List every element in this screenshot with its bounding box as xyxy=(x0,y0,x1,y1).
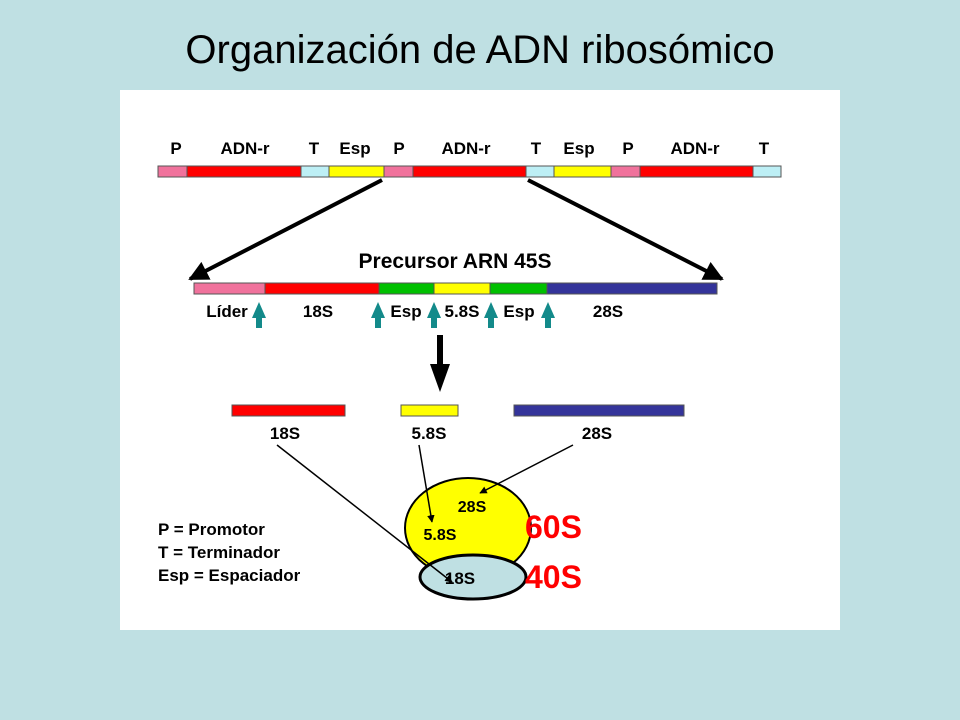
transcription-arrow-right xyxy=(527,178,724,281)
mature-18s-bar xyxy=(231,404,346,417)
assembly-arrow-28s xyxy=(479,444,574,494)
arrow-up-icon xyxy=(371,302,385,328)
small-subunit-18s-label: 18S xyxy=(445,569,475,588)
segment-promoter xyxy=(610,165,641,178)
mature-5-8s-bar xyxy=(400,404,459,417)
mature-rrna-labels: 18S 5.8S 28S xyxy=(270,424,612,443)
precursor-labels: Líder 18S Esp 5.8S Esp 28S xyxy=(206,302,623,321)
precursor-label-28s: 28S xyxy=(593,302,623,321)
diagram-panel: P ADN-r T Esp P ADN-r T Esp P ADN-r T xyxy=(120,90,840,630)
small-subunit xyxy=(418,553,528,601)
segment-promoter xyxy=(157,165,188,178)
segment-spacer xyxy=(553,165,612,178)
segment-rdna xyxy=(186,165,302,178)
mature-28s-bar xyxy=(513,404,685,417)
precursor-label-leader: Líder xyxy=(206,302,248,321)
arrow-up-icon xyxy=(252,302,266,328)
assembly-arrow-18s xyxy=(276,444,453,583)
segment-leader xyxy=(193,282,266,295)
legend-spacer: Esp = Espaciador xyxy=(158,566,301,585)
segment-28s xyxy=(546,282,718,295)
segment-5-8s xyxy=(433,282,491,295)
mature-rrna-bars xyxy=(231,404,685,417)
page-title: Organización de ADN ribosómico xyxy=(185,28,775,72)
segment-spacer xyxy=(489,282,548,295)
gene-label-spacer: Esp xyxy=(563,139,594,158)
rdna-diagram: P ADN-r T Esp P ADN-r T Esp P ADN-r T xyxy=(157,139,782,601)
cleavage-arrows xyxy=(252,302,555,328)
gene-label-terminator: T xyxy=(309,139,320,158)
arrow-down-icon xyxy=(430,335,450,392)
legend-terminator: T = Terminador xyxy=(158,543,280,562)
segment-terminator xyxy=(300,165,330,178)
segment-rdna xyxy=(639,165,754,178)
segment-spacer xyxy=(328,165,385,178)
segment-18s xyxy=(264,282,380,295)
gene-label-terminator: T xyxy=(759,139,770,158)
mature-label-28s: 28S xyxy=(582,424,612,443)
segment-spacer xyxy=(378,282,435,295)
subunit-60s-label: 60S xyxy=(525,509,582,545)
precursor-label-5-8s: 5.8S xyxy=(445,302,480,321)
precursor-label-spacer: Esp xyxy=(503,302,534,321)
gene-row-labels: P ADN-r T Esp P ADN-r T Esp P ADN-r T xyxy=(170,139,769,158)
gene-label-promoter: P xyxy=(170,139,181,158)
gene-label-rdna: ADN-r xyxy=(670,139,719,158)
precursor-title: Precursor ARN 45S xyxy=(359,250,552,273)
legend: P = Promotor T = Terminador Esp = Espaci… xyxy=(158,520,301,585)
precursor-label-spacer: Esp xyxy=(390,302,421,321)
legend-promoter: P = Promotor xyxy=(158,520,265,539)
assembly-arrow-5-8s xyxy=(418,444,435,523)
subunit-40s-label: 40S xyxy=(525,559,582,595)
large-subunit-5-8s-label: 5.8S xyxy=(424,527,457,544)
large-subunit-28s-label: 28S xyxy=(458,499,487,516)
gene-label-rdna: ADN-r xyxy=(441,139,490,158)
segment-rdna xyxy=(412,165,527,178)
gene-label-terminator: T xyxy=(531,139,542,158)
transcription-arrow-left xyxy=(188,178,383,281)
segment-terminator xyxy=(752,165,782,178)
gene-label-promoter: P xyxy=(622,139,633,158)
precursor-bar xyxy=(193,282,718,295)
precursor-label-18s: 18S xyxy=(303,302,333,321)
arrow-up-icon xyxy=(541,302,555,328)
segment-terminator xyxy=(525,165,555,178)
segment-promoter xyxy=(383,165,414,178)
mature-label-5-8s: 5.8S xyxy=(412,424,447,443)
gene-row-bar xyxy=(157,165,782,178)
gene-label-promoter: P xyxy=(393,139,404,158)
arrow-up-icon xyxy=(484,302,498,328)
gene-label-spacer: Esp xyxy=(339,139,370,158)
gene-label-rdna: ADN-r xyxy=(220,139,269,158)
mature-label-18s: 18S xyxy=(270,424,300,443)
arrow-up-icon xyxy=(427,302,441,328)
